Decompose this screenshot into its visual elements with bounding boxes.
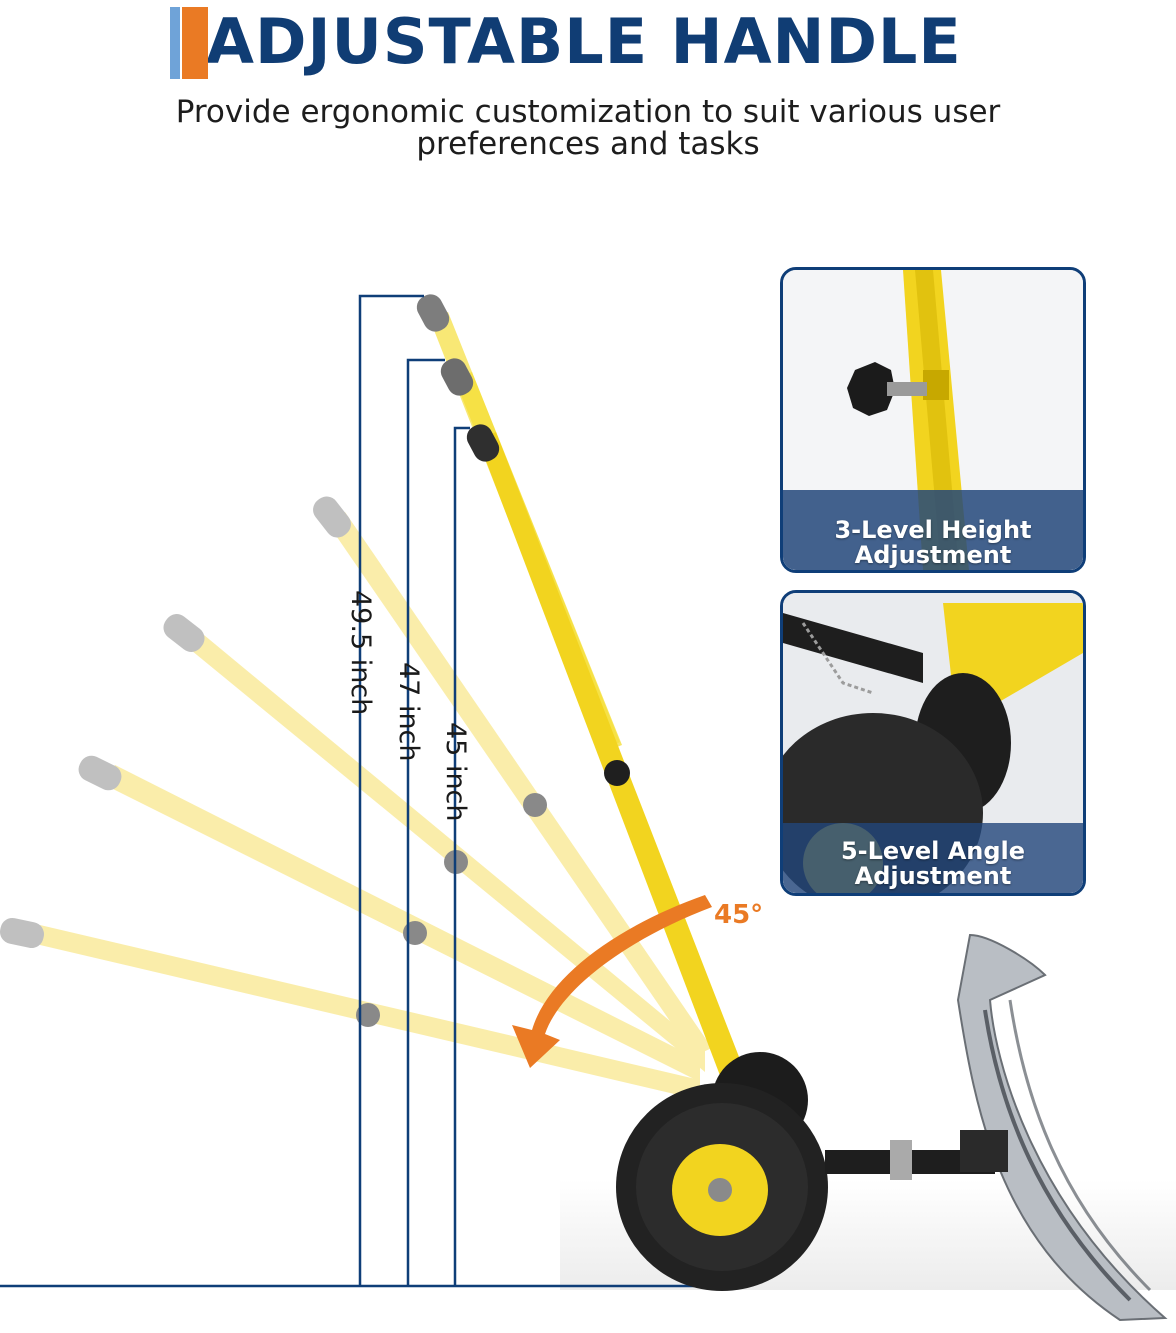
handle-grip-icon [0, 917, 44, 949]
dimension-label-45: 45 inch [440, 722, 471, 822]
angle-adjustment-caption: 5-Level Angle Adjustment [783, 839, 1083, 889]
knob-icon [847, 362, 927, 416]
subtitle-line-2: preferences and tasks [416, 126, 760, 162]
dimension-line-49-5 [358, 294, 424, 1285]
angle-caption-line-2: Adjustment [854, 862, 1012, 890]
height-caption-line-1: 3-Level Height [834, 516, 1032, 544]
curved-arrow-icon [512, 895, 712, 1068]
subtitle-line-1: Provide ergonomic customization to suit … [175, 94, 1001, 130]
knob-icon [523, 793, 547, 817]
measurement-lines [0, 294, 720, 1288]
dimension-line-45 [453, 426, 470, 1285]
page-title: ADJUSTABLE HANDLE [206, 5, 962, 78]
wheel-assembly [616, 1052, 995, 1291]
header: ADJUSTABLE HANDLE Provide ergonomic cust… [0, 0, 1176, 180]
subtitle: Provide ergonomic customization to suit … [0, 96, 1176, 160]
angle-adjustment-inset: 5-Level Angle Adjustment [780, 590, 1086, 896]
height-adjustment-caption: 3-Level Height Adjustment [783, 518, 1083, 568]
knob-icon [356, 1003, 380, 1027]
height-adjustment-illustration [783, 270, 1083, 570]
handle-position-4 [313, 496, 712, 1056]
height-adjustment-inset: 3-Level Height Adjustment [780, 267, 1086, 573]
handle-grip-icon [440, 358, 474, 396]
angle-adjustment-illustration [783, 593, 1083, 893]
handle-grip-icon [416, 294, 450, 332]
handle-grip-icon [466, 424, 500, 462]
handle-grip-icon [313, 496, 351, 538]
title-accent-icon [170, 5, 210, 79]
dimension-line-47 [406, 358, 445, 1285]
height-caption-line-2: Adjustment [854, 541, 1012, 569]
dimension-label-49-5: 49.5 inch [345, 590, 376, 716]
knob-icon [604, 760, 630, 786]
angle-caption-line-1: 5-Level Angle [840, 837, 1026, 865]
handle-grip-icon [78, 755, 122, 791]
handle-grip-icon [163, 614, 205, 652]
dimension-label-47: 47 inch [393, 662, 424, 762]
knob-icon [403, 921, 427, 945]
faded-handle-positions [0, 496, 712, 1100]
title-block: ADJUSTABLE HANDLE [170, 4, 962, 80]
upright-handle [416, 294, 748, 1086]
plow-blade-icon [956, 933, 1168, 1322]
angle-label: 45° [714, 900, 764, 930]
